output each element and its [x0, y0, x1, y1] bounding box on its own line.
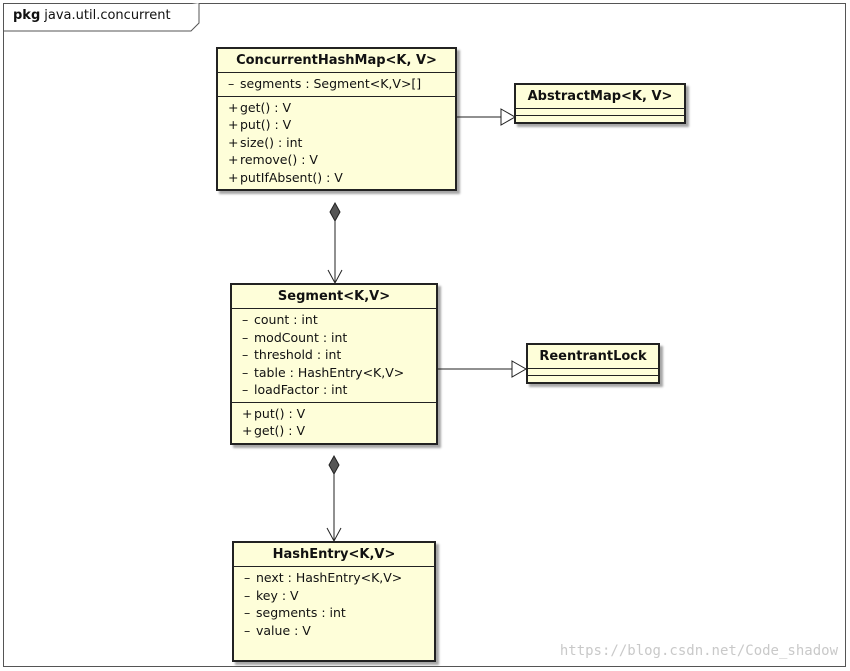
attribute-row: –value : V	[244, 622, 428, 640]
visibility-marker: –	[242, 347, 249, 362]
visibility-marker: +	[228, 152, 239, 167]
operation-row: +putIfAbsent() : V	[228, 169, 449, 187]
member-text: putIfAbsent() : V	[240, 169, 343, 185]
member-text: modCount : int	[254, 329, 348, 345]
watermark: https://blog.csdn.net/Code_shadow	[559, 643, 838, 659]
member-text: remove() : V	[240, 152, 318, 167]
composition-diamond-segment	[329, 201, 341, 223]
member-text: put() : V	[240, 117, 292, 132]
package-keyword: pkg	[13, 8, 41, 23]
generalization-arrowhead-lock	[511, 360, 528, 378]
class-hash-entry[interactable]: HashEntry<K,V> –next : HashEntry<K,V>–ke…	[232, 541, 436, 662]
package-name: java.util.concurrent	[44, 8, 171, 23]
member-text: value : V	[256, 622, 311, 638]
attributes-section	[516, 109, 684, 116]
member-text: table : HashEntry<K,V>	[254, 364, 405, 380]
attribute-row: –modCount : int	[242, 329, 430, 347]
attributes-section: –segments : Segment<K,V>[]	[218, 73, 455, 97]
visibility-marker: +	[228, 99, 239, 115]
operation-row: +get() : V	[242, 422, 430, 440]
class-name: HashEntry<K,V>	[234, 543, 434, 567]
member-text: loadFactor : int	[254, 382, 348, 397]
visibility-marker: +	[242, 423, 253, 438]
visibility-marker: –	[228, 76, 235, 91]
operations-section: +put() : V+get() : V	[232, 403, 436, 443]
member-text: threshold : int	[254, 347, 342, 362]
attribute-row: –segments : int	[244, 604, 428, 622]
composition-diamond-hashentry	[328, 454, 340, 476]
class-abstract-map[interactable]: AbstractMap<K, V>	[514, 83, 686, 124]
member-text: next : HashEntry<K,V>	[256, 570, 403, 585]
visibility-marker: +	[228, 134, 239, 150]
operations-section: +get() : V+put() : V+size() : int+remove…	[218, 97, 455, 190]
attribute-row: –threshold : int	[242, 346, 430, 364]
visibility-marker: –	[242, 364, 249, 380]
class-name: ConcurrentHashMap<K, V>	[218, 49, 455, 73]
attributes-section	[528, 369, 658, 376]
attributes-section: –count : int–modCount : int–threshold : …	[232, 309, 436, 403]
member-text: count : int	[254, 312, 318, 327]
visibility-marker: +	[228, 169, 239, 185]
member-text: size() : int	[240, 134, 303, 150]
operation-row: +get() : V	[228, 99, 449, 117]
attribute-row: –table : HashEntry<K,V>	[242, 364, 430, 382]
member-text: segments : int	[256, 605, 346, 620]
operations-section	[516, 116, 684, 122]
package-frame	[3, 3, 846, 667]
member-text: get() : V	[254, 423, 305, 438]
attribute-row: –count : int	[242, 311, 430, 329]
operation-row: +put() : V	[242, 405, 430, 423]
visibility-marker: –	[242, 312, 249, 327]
visibility-marker: –	[244, 587, 251, 603]
class-reentrant-lock[interactable]: ReentrantLock	[526, 343, 660, 384]
visibility-marker: +	[242, 405, 253, 421]
package-tab-shape	[3, 3, 200, 32]
class-name: Segment<K,V>	[232, 285, 436, 309]
visibility-marker: –	[244, 622, 251, 638]
member-text: segments : Segment<K,V>[]	[240, 76, 422, 91]
visibility-marker: –	[244, 570, 251, 585]
class-name: ReentrantLock	[528, 345, 658, 369]
generalization-arrowhead-map	[500, 108, 517, 126]
operation-row: +put() : V	[228, 116, 449, 134]
operations-section	[528, 376, 658, 382]
visibility-marker: –	[242, 329, 249, 345]
class-concurrent-hash-map[interactable]: ConcurrentHashMap<K, V> –segments : Segm…	[216, 47, 457, 191]
operation-row: +remove() : V	[228, 151, 449, 169]
class-name: AbstractMap<K, V>	[516, 85, 684, 109]
visibility-marker: –	[244, 605, 251, 620]
attribute-row: –segments : Segment<K,V>[]	[228, 75, 449, 93]
attribute-row: –next : HashEntry<K,V>	[244, 569, 428, 587]
operation-row: +size() : int	[228, 134, 449, 152]
member-text: get() : V	[240, 99, 291, 115]
attribute-row: –key : V	[244, 587, 428, 605]
class-segment[interactable]: Segment<K,V> –count : int–modCount : int…	[230, 283, 438, 445]
attribute-row: –loadFactor : int	[242, 381, 430, 399]
member-text: key : V	[256, 587, 299, 603]
attributes-section: –next : HashEntry<K,V>–key : V–segments …	[234, 567, 434, 642]
member-text: put() : V	[254, 405, 306, 421]
visibility-marker: –	[242, 382, 249, 397]
visibility-marker: +	[228, 117, 239, 132]
